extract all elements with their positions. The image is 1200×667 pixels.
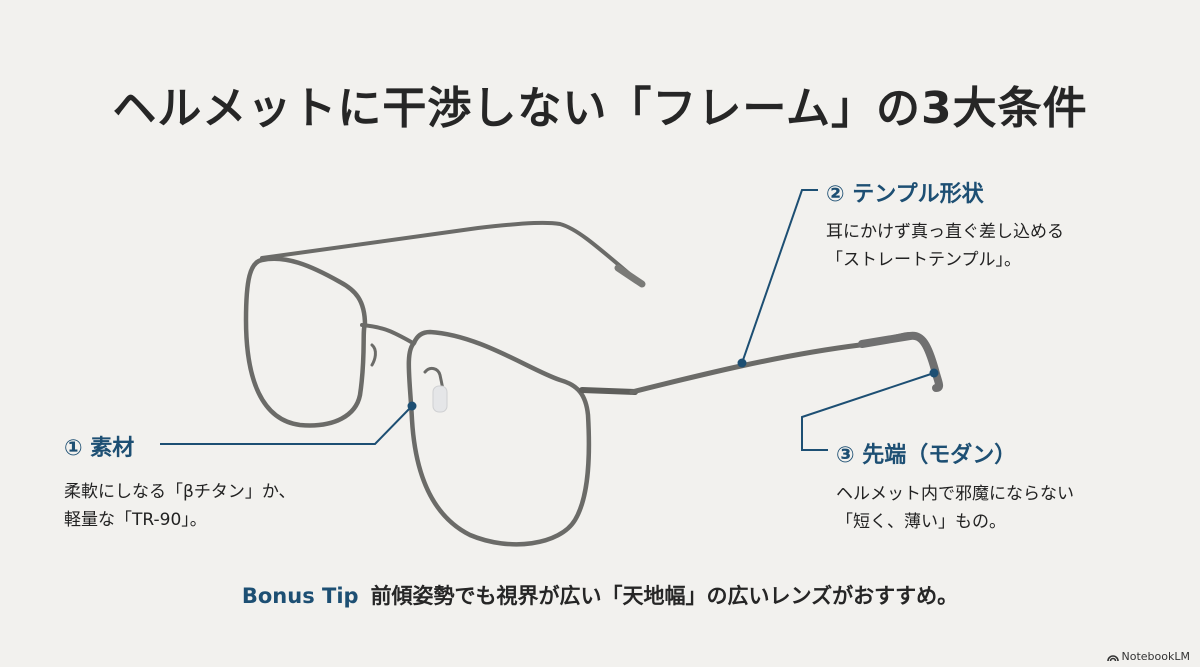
bonus-tip-label: Bonus Tip [241, 584, 359, 608]
callout-material-line-2: 軽量な「TR-90」。 [64, 510, 207, 530]
callout-temple-line-1: 耳にかけず真っ直ぐ差し込める [826, 222, 1064, 242]
callout-material-heading: ① 素材 [64, 436, 135, 461]
callout-tip-heading: ③ 先端（モダン） [836, 443, 1017, 468]
callout-temple-line-2: 「ストレートテンプル」。 [826, 250, 1021, 270]
callout-tip-line-1: ヘルメット内で邪魔にならない [836, 484, 1074, 504]
bonus-tip: Bonus Tip 前傾姿勢でも視界が広い「天地幅」の広いレンズがおすすめ。 [0, 580, 1200, 610]
page-title: ヘルメットに干渉しない「フレーム」の3大条件 [112, 83, 1088, 134]
brand-label: NotebookLM [1121, 650, 1190, 663]
callout-tip-line-2: 「短く、薄い」もの。 [836, 512, 1006, 532]
brand-watermark: NotebookLM [1106, 650, 1190, 663]
callout-temple-heading: ② テンプル形状 [826, 182, 984, 207]
bonus-tip-text: 前傾姿勢でも視界が広い「天地幅」の広いレンズがおすすめ。 [370, 584, 959, 608]
callout-temple-body: 耳にかけず真っ直ぐ差し込める 「ストレートテンプル」。 [826, 218, 1064, 274]
notebooklm-icon [1106, 655, 1119, 661]
callout-tip-body: ヘルメット内で邪魔にならない 「短く、薄い」もの。 [836, 480, 1074, 536]
callout-material-body: 柔軟にしなる「βチタン」か、 軽量な「TR-90」。 [64, 478, 296, 534]
callout-material-line-1: 柔軟にしなる「βチタン」か、 [64, 482, 296, 502]
